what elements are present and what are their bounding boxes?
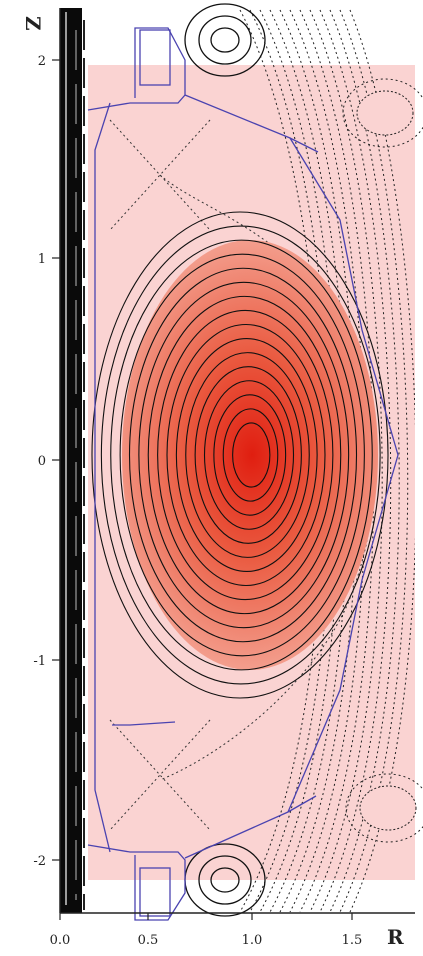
y-axis-ticks: 2 1 0 -1 -2	[33, 54, 60, 869]
coil-upper-center	[184, 3, 266, 77]
open-flux-line	[259, 9, 341, 913]
coil-upper-outer	[342, 78, 423, 148]
closed-flux-surface	[203, 380, 295, 530]
closed-flux-surface	[119, 253, 365, 657]
y-tick-label: 2	[38, 54, 46, 69]
closed-flux-surface	[128, 267, 358, 643]
open-flux-line	[269, 9, 349, 913]
x-tick-label: 1.0	[242, 933, 263, 948]
y-tick-label: 0	[38, 454, 46, 469]
plasma-core	[122, 240, 378, 670]
closed-flux-surface	[157, 309, 334, 601]
closed-flux-surface	[166, 323, 326, 587]
y-tick-label: -2	[33, 854, 46, 869]
closed-flux-contours	[91, 211, 389, 699]
closed-flux-surface	[147, 295, 342, 615]
closed-flux-surface	[175, 338, 318, 572]
separatrix	[159, 174, 376, 781]
x-axis-title: R	[387, 925, 404, 949]
open-flux-line	[279, 9, 358, 913]
closed-flux-surface	[232, 422, 271, 488]
y-tick-label: -1	[33, 654, 46, 669]
x-axis-ticks: 0.0 0.5 1.0 1.5	[50, 913, 363, 948]
closed-flux-surface	[213, 394, 287, 516]
open-flux-line	[319, 9, 392, 913]
closed-flux-surface	[138, 281, 350, 629]
y-axis-title: Z	[21, 16, 45, 31]
closed-flux-surface	[110, 239, 373, 671]
x-tick-label: 1.5	[342, 933, 363, 948]
closed-flux-surface	[194, 366, 302, 544]
open-flux-line	[249, 9, 332, 913]
closed-flux-surface	[100, 225, 381, 685]
closed-flux-surface	[185, 352, 310, 558]
closed-flux-surface	[91, 211, 389, 699]
central-column	[60, 8, 85, 913]
x-tick-label: 0.5	[138, 933, 159, 948]
y-tick-label: 1	[38, 252, 46, 267]
x-tick-label: 0.0	[50, 933, 71, 948]
closed-flux-surface	[222, 408, 279, 502]
coil-lower-outer	[345, 773, 423, 843]
first-wall	[87, 27, 399, 921]
